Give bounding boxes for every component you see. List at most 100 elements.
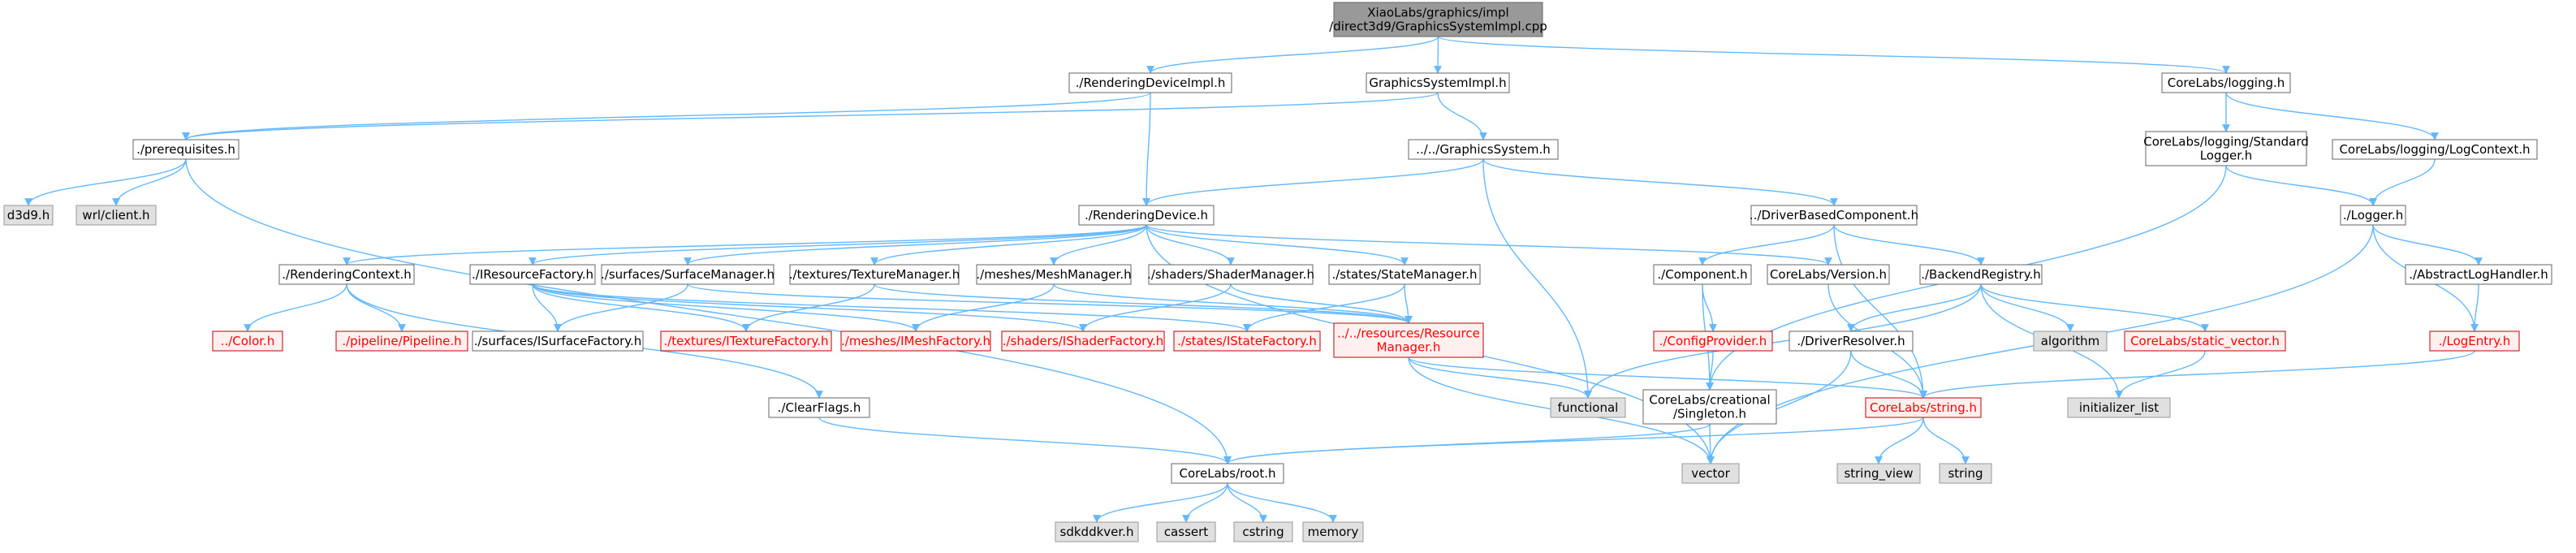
node-shader_manager[interactable]: ./shaders/ShaderManager.h	[1147, 264, 1314, 285]
node-box-surface_manager[interactable]	[601, 264, 775, 285]
node-box-imesh_factory[interactable]	[840, 331, 991, 352]
node-initializer_list[interactable]: initializer_list	[2067, 397, 2171, 418]
node-graphics_system_impl[interactable]: GraphicsSystemImpl.h	[1366, 72, 1510, 93]
node-box-static_vector[interactable]	[2124, 331, 2286, 352]
node-box-state_manager[interactable]	[1328, 264, 1481, 285]
node-box-corelabs_root[interactable]	[1171, 463, 1284, 484]
node-box-corelabs_logging[interactable]	[2161, 72, 2291, 93]
node-box-rendering_context[interactable]	[278, 264, 415, 285]
node-ishader_factory[interactable]: ./shaders/IShaderFactory.h	[1001, 331, 1165, 352]
node-iresource_factory[interactable]: ./IResourceFactory.h	[469, 264, 596, 285]
node-box-logging_log_context[interactable]	[2332, 139, 2538, 160]
node-box-sdkddkver[interactable]	[1055, 521, 1139, 542]
node-box-string_view[interactable]	[1836, 463, 1921, 484]
node-corelabs_version[interactable]: CoreLabs/Version.h	[1767, 264, 1890, 285]
node-abstract_log_handler[interactable]: ./AbstractLogHandler.h	[2405, 264, 2552, 285]
node-logging_log_context[interactable]: CoreLabs/logging/LogContext.h	[2332, 139, 2538, 160]
node-graphics_system[interactable]: ../../GraphicsSystem.h	[1408, 139, 1559, 160]
node-corelabs_string[interactable]: CoreLabs/string.h	[1865, 397, 1982, 418]
node-box-component[interactable]	[1653, 264, 1752, 285]
node-box-wrl_client[interactable]	[76, 205, 157, 226]
node-box-graphics_system_impl[interactable]	[1366, 72, 1510, 93]
node-box-rendering_device_impl[interactable]	[1068, 72, 1232, 93]
node-box-functional[interactable]	[1550, 397, 1626, 418]
node-log_entry[interactable]: ./LogEntry.h	[2429, 331, 2520, 352]
node-component[interactable]: ./Component.h	[1653, 264, 1752, 285]
node-sdkddkver[interactable]: sdkddkver.h	[1055, 521, 1139, 542]
node-surface_manager[interactable]: ./surfaces/SurfaceManager.h	[601, 264, 775, 285]
node-box-logging_standard_logger[interactable]	[2145, 131, 2307, 166]
node-box-itexture_factory[interactable]	[660, 331, 832, 352]
node-string[interactable]: string	[1939, 463, 1992, 484]
node-corelabs_logging[interactable]: CoreLabs/logging.h	[2161, 72, 2291, 93]
node-box-resource_manager[interactable]	[1333, 322, 1484, 358]
node-prerequisites[interactable]: ./prerequisites.h	[132, 139, 239, 160]
node-static_vector[interactable]: CoreLabs/static_vector.h	[2124, 331, 2286, 352]
node-box-vector[interactable]	[1681, 463, 1740, 484]
node-box-clear_flags[interactable]	[768, 397, 870, 418]
node-itexture_factory[interactable]: ./textures/ITextureFactory.h	[660, 331, 832, 352]
node-box-string[interactable]	[1939, 463, 1992, 484]
node-pipeline[interactable]: ./pipeline/Pipeline.h	[335, 331, 468, 352]
node-box-logger[interactable]	[2340, 205, 2406, 226]
node-box-initializer_list[interactable]	[2067, 397, 2171, 418]
node-box-log_entry[interactable]	[2429, 331, 2520, 352]
node-texture_manager[interactable]: ./textures/TextureManager.h	[789, 264, 960, 285]
node-box-driver_based_component[interactable]	[1750, 205, 1918, 226]
node-memory[interactable]: memory	[1302, 521, 1364, 542]
node-d3d9[interactable]: d3d9.h	[3, 205, 54, 226]
node-mesh_manager[interactable]: ./meshes/MeshManager.h	[976, 264, 1132, 285]
node-box-corelabs_string[interactable]	[1865, 397, 1982, 418]
node-box-root[interactable]	[1333, 2, 1543, 37]
node-driver_based_component[interactable]: ../DriverBasedComponent.h	[1750, 205, 1918, 226]
node-box-mesh_manager[interactable]	[976, 264, 1132, 285]
node-box-abstract_log_handler[interactable]	[2405, 264, 2552, 285]
node-cassert[interactable]: cassert	[1156, 521, 1216, 542]
node-istate_factory[interactable]: ./states/IStateFactory.h	[1173, 331, 1321, 352]
node-box-corelabs_version[interactable]	[1767, 264, 1890, 285]
node-box-pipeline[interactable]	[335, 331, 468, 352]
node-functional[interactable]: functional	[1550, 397, 1626, 418]
node-isurface_factory[interactable]: ./surfaces/ISurfaceFactory.h	[472, 331, 644, 352]
node-box-color[interactable]	[212, 331, 283, 352]
node-rendering_context[interactable]: ./RenderingContext.h	[278, 264, 415, 285]
node-box-texture_manager[interactable]	[789, 264, 960, 285]
node-box-isurface_factory[interactable]	[472, 331, 644, 352]
node-logger[interactable]: ./Logger.h	[2340, 205, 2406, 226]
node-imesh_factory[interactable]: ./meshes/IMeshFactory.h	[840, 331, 991, 352]
node-algorithm[interactable]: algorithm	[2033, 331, 2108, 352]
node-creational_singleton[interactable]: CoreLabs/creational/Singleton.h	[1642, 389, 1777, 425]
node-driver_resolver[interactable]: ./DriverResolver.h	[1789, 331, 1914, 352]
node-box-istate_factory[interactable]	[1173, 331, 1321, 352]
node-box-config_provider[interactable]	[1653, 331, 1773, 352]
node-vector[interactable]: vector	[1681, 463, 1740, 484]
node-clear_flags[interactable]: ./ClearFlags.h	[768, 397, 870, 418]
node-string_view[interactable]: string_view	[1836, 463, 1921, 484]
node-box-creational_singleton[interactable]	[1642, 389, 1777, 425]
node-root[interactable]: XiaoLabs/graphics/impl/direct3d9/Graphic…	[1329, 2, 1547, 37]
node-box-memory[interactable]	[1302, 521, 1364, 542]
node-box-algorithm[interactable]	[2033, 331, 2108, 352]
node-state_manager[interactable]: ./states/StateManager.h	[1328, 264, 1481, 285]
node-color[interactable]: ../Color.h	[212, 331, 283, 352]
node-rendering_device[interactable]: ./RenderingDevice.h	[1078, 205, 1215, 226]
node-config_provider[interactable]: ./ConfigProvider.h	[1653, 331, 1773, 352]
node-box-graphics_system[interactable]	[1408, 139, 1559, 160]
node-corelabs_root[interactable]: CoreLabs/root.h	[1171, 463, 1284, 484]
node-box-iresource_factory[interactable]	[469, 264, 596, 285]
node-box-rendering_device[interactable]	[1078, 205, 1215, 226]
node-box-d3d9[interactable]	[3, 205, 54, 226]
node-box-cassert[interactable]	[1156, 521, 1216, 542]
node-box-driver_resolver[interactable]	[1789, 331, 1914, 352]
node-box-backend_registry[interactable]	[1919, 264, 2043, 285]
node-wrl_client[interactable]: wrl/client.h	[76, 205, 157, 226]
node-rendering_device_impl[interactable]: ./RenderingDeviceImpl.h	[1068, 72, 1232, 93]
node-cstring[interactable]: cstring	[1233, 521, 1293, 542]
node-box-prerequisites[interactable]	[132, 139, 239, 160]
node-backend_registry[interactable]: ./BackendRegistry.h	[1919, 264, 2043, 285]
node-box-ishader_factory[interactable]	[1001, 331, 1165, 352]
node-box-shader_manager[interactable]	[1148, 264, 1314, 285]
node-box-cstring[interactable]	[1233, 521, 1293, 542]
